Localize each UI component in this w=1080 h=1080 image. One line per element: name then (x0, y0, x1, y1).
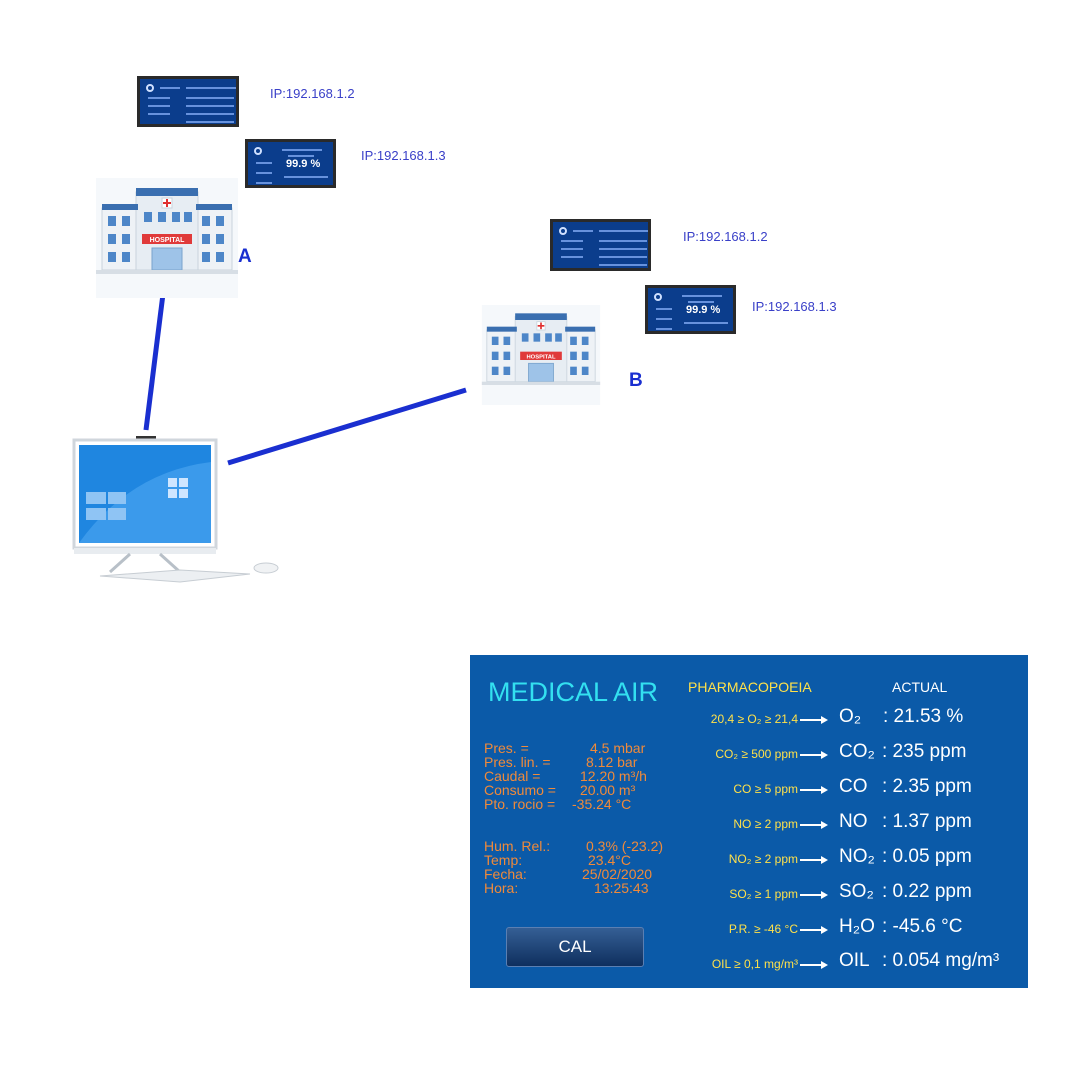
gas-value-co: : 2.35 ppm (882, 776, 972, 797)
gas-label-co2: CO₂ (839, 741, 875, 762)
medical-air-panel: MEDICAL AIR PHARMACOPOEIA ACTUAL Pres. =… (470, 655, 1028, 988)
hospital-b-sign: HOSPITAL (526, 354, 555, 360)
site-label-b: B (629, 370, 643, 391)
gas-value-o2: : 21.53 % (883, 706, 964, 727)
gas-label-o2: O₂ (839, 706, 862, 727)
display-thumbnail-a1 (137, 76, 239, 127)
arrow-icon (800, 786, 828, 794)
info-hora: Hora:13:25:43 (484, 880, 649, 896)
thumb-value-b2: 99.9 % (686, 304, 721, 316)
ip-label-a1: IP:192.168.1.2 (270, 86, 355, 101)
actual-header: ACTUAL (892, 679, 948, 695)
link-line-a (143, 277, 168, 431)
param-pres-lin: Pres. lin. =8.12 bar (484, 754, 638, 770)
param-pres: Pres. =4.5 mbar (484, 740, 646, 756)
display-thumbnail-b2: 99.9 % (645, 285, 736, 334)
param-pto-rocio: Pto. rocio =-35.24 °C (484, 796, 632, 812)
limit-no: NO ≥ 2 ppm (733, 817, 798, 831)
gas-value-h2o: : -45.6 °C (882, 916, 963, 937)
gas-label-no2: NO₂ (839, 846, 875, 867)
thumb-value-a2: 99.9 % (286, 158, 321, 170)
arrow-icon (800, 856, 828, 864)
gas-label-oil: OIL (839, 950, 870, 971)
gas-value-no2: : 0.05 ppm (882, 846, 972, 867)
arrow-icon (800, 891, 828, 899)
panel-title: MEDICAL AIR (488, 677, 659, 707)
ip-label-a2: IP:192.168.1.3 (361, 148, 446, 163)
computer-icon (72, 436, 279, 583)
info-temp: Temp:23.4°C (484, 852, 631, 868)
info-fecha: Fecha:25/02/2020 (484, 866, 653, 882)
gas-label-co: CO (839, 776, 868, 797)
cal-button[interactable]: CAL (506, 927, 644, 967)
arrow-icon (800, 751, 828, 759)
info-hum-rel: Hum. Rel.:0.3% (-23.2) (484, 838, 664, 854)
gas-value-co2: : 235 ppm (882, 741, 967, 762)
arrow-icon (800, 716, 828, 724)
ip-label-b2: IP:192.168.1.3 (752, 299, 837, 314)
limit-so2: SO₂ ≥ 1 ppm (729, 887, 798, 901)
limit-co2: CO₂ ≥ 500 ppm (715, 747, 798, 761)
site-label-a: A (238, 246, 252, 267)
pharmacopoeia-header: PHARMACOPOEIA (688, 679, 812, 695)
gas-label-no: NO (839, 811, 868, 832)
display-thumbnail-a2: 99.9 % (245, 139, 336, 188)
hospital-a-icon: HOSPITAL (96, 178, 238, 298)
gas-value-oil: : 0.054 mg/m³ (882, 950, 1000, 971)
limit-co: CO ≥ 5 ppm (733, 782, 798, 796)
limit-h2o: P.R. ≥ -46 °C (728, 922, 798, 936)
limit-no2: NO₂ ≥ 2 ppm (728, 852, 798, 866)
arrow-icon (800, 961, 828, 969)
hospital-a-sign: HOSPITAL (150, 237, 186, 244)
gas-label-h2o: H₂O (839, 916, 875, 937)
gas-value-so2: : 0.22 ppm (882, 881, 972, 902)
ip-label-b1: IP:192.168.1.2 (683, 229, 768, 244)
display-thumbnail-b1 (550, 219, 651, 271)
gas-label-so2: SO₂ (839, 881, 874, 902)
gas-value-no: : 1.37 ppm (882, 811, 972, 832)
hospital-b-icon: HOSPITAL (481, 305, 601, 405)
limit-oil: OIL ≥ 0,1 mg/m³ (711, 957, 798, 971)
limit-o2: 20,4 ≥ O₂ ≥ 21,4 (710, 712, 798, 726)
arrow-icon (800, 821, 828, 829)
param-caudal: Caudal =12.20 m³/h (484, 768, 647, 784)
param-consumo: Consumo =20.00 m³ (484, 782, 636, 798)
arrow-icon (800, 926, 828, 934)
link-line-b (227, 387, 467, 466)
